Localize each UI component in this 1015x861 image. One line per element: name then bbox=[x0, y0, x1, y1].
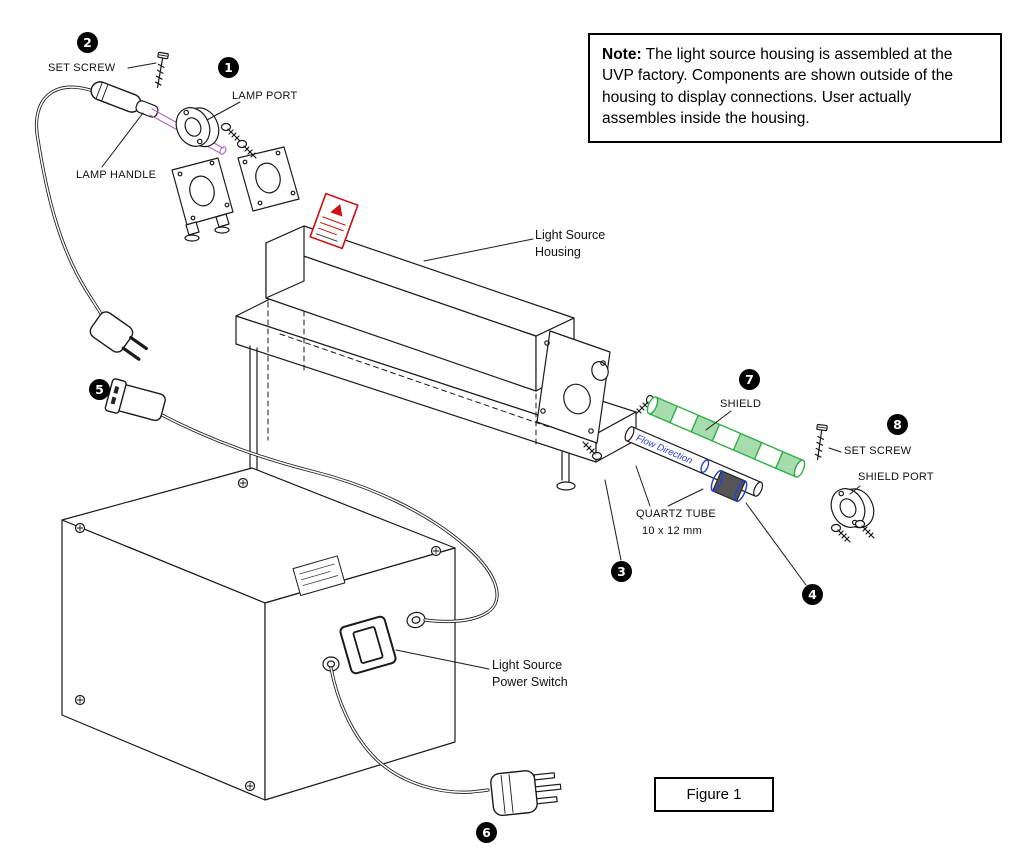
lamp-handle-tip bbox=[135, 100, 159, 118]
housing-label: Light Source Housing bbox=[535, 227, 605, 260]
housing-label-line1: Light Source bbox=[535, 228, 606, 242]
cord-grommet-upper bbox=[406, 611, 426, 629]
housing-end-plate bbox=[536, 330, 611, 444]
quartz-tube-label: QUARTZ TUBE bbox=[636, 508, 716, 520]
power-switch-label: Light Source Power Switch bbox=[492, 657, 568, 690]
shield-port-screw-b bbox=[854, 519, 875, 539]
housing-foot-right bbox=[556, 481, 576, 491]
lamp-handle-label: LAMP HANDLE bbox=[76, 169, 157, 181]
tube-end-cap bbox=[710, 469, 748, 503]
lamp-port-flange bbox=[175, 107, 220, 148]
set-screw-label-top: SET SCREW bbox=[48, 62, 116, 74]
power-supply-box bbox=[61, 467, 456, 801]
lamp-port-label: LAMP PORT bbox=[232, 90, 298, 102]
lamp-set-screw bbox=[151, 51, 170, 89]
figure-caption-box: Figure 1 bbox=[654, 777, 774, 812]
power-switch-label-line2: Power Switch bbox=[492, 674, 568, 689]
case-screw bbox=[244, 780, 256, 792]
lamp-cord-connector bbox=[104, 378, 166, 422]
lamp-assembly bbox=[34, 51, 300, 361]
warning-label bbox=[309, 192, 359, 250]
shield-set-screw bbox=[811, 423, 828, 461]
case-screw bbox=[430, 545, 442, 557]
lamp-mount-plate-front bbox=[171, 157, 234, 242]
note-box: Note: The light source housing is assemb… bbox=[588, 33, 1002, 143]
callout-5: 5 bbox=[89, 379, 110, 400]
power-switch-label-line1: Light Source bbox=[492, 658, 563, 672]
shield-port-label: SHIELD PORT bbox=[858, 471, 934, 483]
quartz-tube-size-label: 10 x 12 mm bbox=[642, 525, 702, 537]
lamp-handle bbox=[90, 81, 142, 113]
callout-7: 7 bbox=[739, 369, 760, 390]
psu-label bbox=[292, 555, 346, 597]
hidden-edges bbox=[267, 283, 553, 447]
callout-3: 3 bbox=[611, 561, 632, 582]
lamp-cord bbox=[34, 85, 107, 323]
shield-label: SHIELD bbox=[720, 398, 762, 410]
plate-screw-a bbox=[220, 122, 241, 142]
callout-4: 4 bbox=[802, 584, 823, 605]
callout-6: 6 bbox=[476, 822, 497, 843]
case-screw bbox=[74, 522, 86, 534]
shield-port-flange bbox=[830, 488, 875, 529]
shield-tube bbox=[646, 396, 806, 478]
callout-2: 2 bbox=[77, 32, 98, 53]
power-switch bbox=[339, 615, 397, 675]
case-screw bbox=[237, 477, 249, 489]
note-label: Note: bbox=[602, 46, 642, 63]
power-plug bbox=[490, 770, 562, 817]
lamp-plug bbox=[89, 311, 148, 361]
callout-8: 8 bbox=[887, 414, 908, 435]
lamp-mount-plate-back bbox=[237, 146, 300, 212]
set-screw-label-right: SET SCREW bbox=[844, 445, 912, 457]
leader-lines bbox=[101, 62, 861, 670]
housing-label-line2: Housing bbox=[535, 244, 581, 259]
housing-base bbox=[235, 283, 637, 491]
note-text: The light source housing is assembled at… bbox=[602, 46, 953, 128]
figure-caption: Figure 1 bbox=[686, 786, 742, 803]
case-screw bbox=[74, 694, 86, 706]
callout-1: 1 bbox=[218, 57, 239, 78]
